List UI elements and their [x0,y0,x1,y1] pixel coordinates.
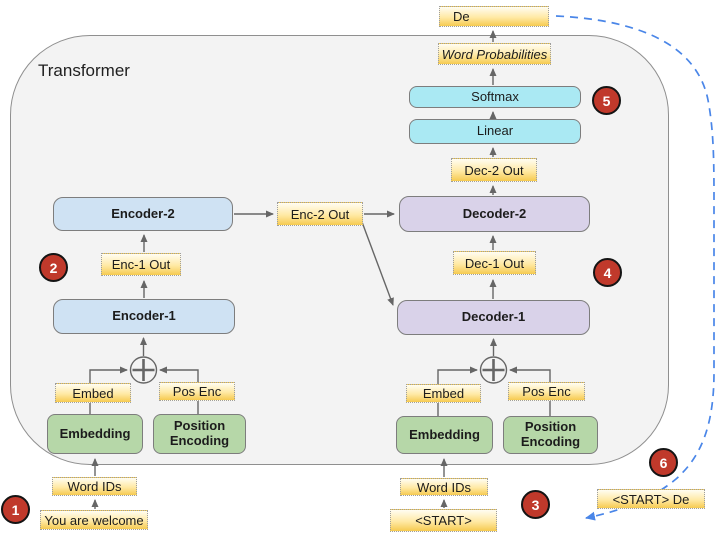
encoder-pos-enc-note: Pos Enc [159,382,235,401]
step-badge-3: 3 [521,490,550,519]
step-badge-6: 6 [649,448,678,477]
decoder2-box: Decoder-2 [399,196,590,232]
step-badge-1: 1 [1,495,30,524]
encoder-word-ids-note: Word IDs [52,477,137,496]
dec1-out-note: Dec-1 Out [453,251,536,275]
decoder-embed-note: Embed [406,384,481,403]
decoder1-box: Decoder-1 [397,300,590,335]
encoder1-box: Encoder-1 [53,299,235,334]
encoder-input-note: You are welcome [40,510,148,530]
feedback-token-note: <START> De [597,489,705,509]
encoder-position-encoding-box: Position Encoding [153,414,246,454]
enc1-out-note: Enc-1 Out [101,253,181,276]
diagram-title: Transformer [38,61,130,80]
output-token-note: De [439,6,549,27]
word-probabilities-note: Word Probabilities [438,43,551,65]
step-badge-5: 5 [592,86,621,115]
decoder-input-note: <START> [390,509,497,532]
step-badge-4: 4 [593,258,622,287]
softmax-box: Softmax [409,86,581,108]
enc2-out-note: Enc-2 Out [277,202,363,226]
decoder-embedding-box: Embedding [396,416,493,454]
encoder2-box: Encoder-2 [53,197,233,231]
linear-box: Linear [409,119,581,144]
encoder-embedding-box: Embedding [47,414,143,454]
decoder-word-ids-note: Word IDs [400,478,488,496]
step-badge-2: 2 [39,253,68,282]
decoder-position-encoding-box: Position Encoding [503,416,598,454]
decoder-pos-enc-note: Pos Enc [508,382,585,401]
dec2-out-note: Dec-2 Out [451,158,537,182]
encoder-embed-note: Embed [55,383,131,403]
